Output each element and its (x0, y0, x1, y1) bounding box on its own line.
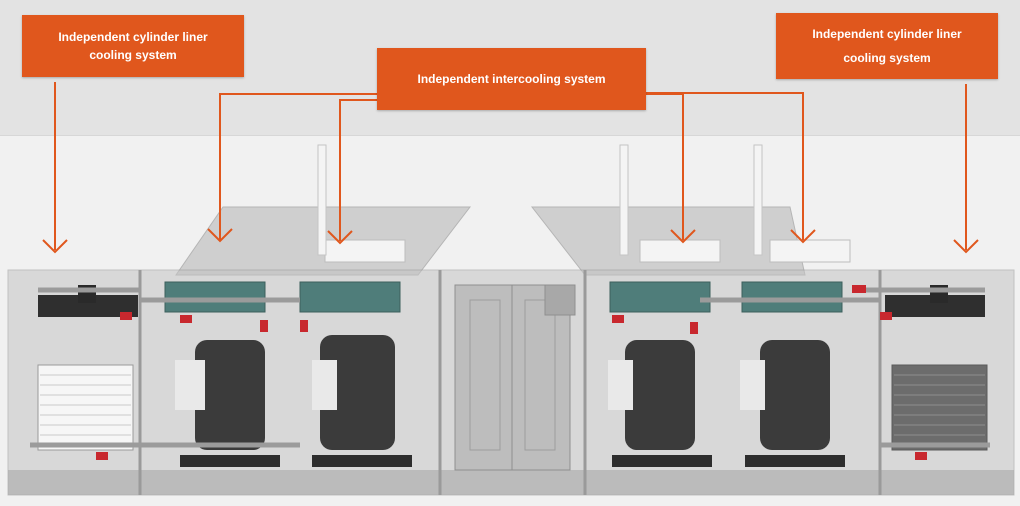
engine-1 (164, 281, 280, 467)
callout-right-line2: cooling system (843, 51, 931, 65)
engine-2 (299, 144, 412, 467)
callout-left-line2: cooling system (89, 48, 177, 62)
leader-lines (54, 82, 967, 250)
callout-right-line1: Independent cylinder liner (812, 27, 962, 41)
arrow-heads (42, 228, 979, 254)
callout-middle-line1: Independent intercooling system (417, 72, 606, 86)
callout-cylinder-liner-cooling-right: Independent cylinder liner cooling syste… (776, 13, 998, 79)
central-door (454, 284, 576, 471)
callout-cylinder-liner-cooling-left: Independent cylinder liner cooling syste… (22, 15, 244, 77)
red-couplings (96, 285, 927, 460)
radiator-right (885, 285, 988, 451)
engine-3 (608, 144, 721, 467)
callout-left-line1: Independent cylinder liner (58, 30, 208, 44)
radiator-left (37, 285, 138, 451)
coolant-pipes (30, 287, 990, 448)
engine-4 (740, 144, 851, 467)
callout-intercooling: Independent intercooling system (377, 48, 646, 110)
